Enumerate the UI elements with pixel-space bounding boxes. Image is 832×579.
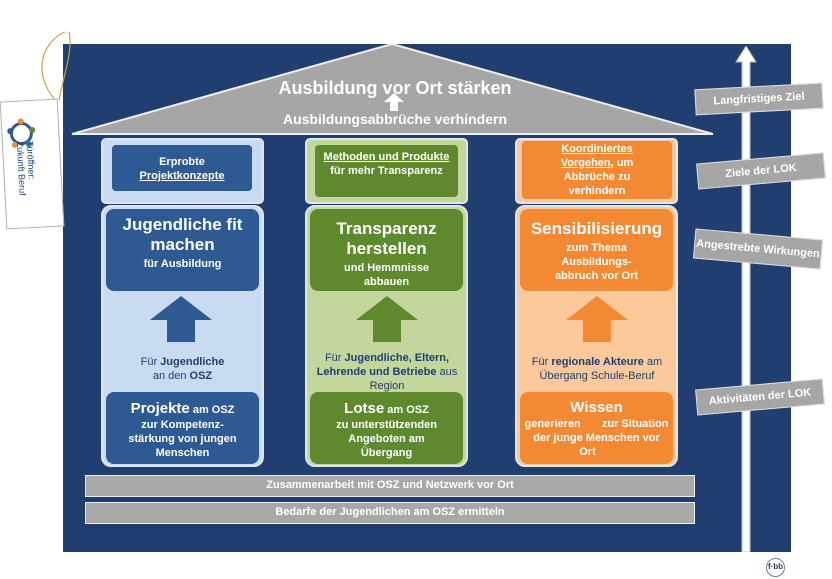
column-1-bottom-title: Projekte	[130, 400, 190, 417]
tag-string	[41, 31, 71, 101]
column-2-cap-link[interactable]: Methoden und Produkte	[323, 151, 450, 163]
column-1-cap-link[interactable]: Projektkonzepte	[139, 170, 225, 182]
column-1-target-mid: an den	[152, 370, 190, 382]
tag-card: Türöffner: Zukunft Beruf	[0, 98, 65, 230]
column-3-top-subtitle: zum Thema Ausbildungs-abbruch vor Ort	[554, 242, 639, 282]
column-3-bottom-subtitle: zur Situation der junge Menschen vor Ort	[533, 418, 669, 458]
tag-line-1: Türöffner:	[24, 140, 37, 181]
roof-title: Ausbildung vor Ort stärken	[278, 78, 512, 98]
column-2-bottom-title: Lotse	[344, 400, 385, 417]
column-1-bottom-subtitle: zur Kompetenz-stärkung von jungen Mensch…	[128, 419, 237, 459]
column-3-bottom-title-tail: generieren	[524, 418, 581, 430]
column-1-cap-pre: Erprobte	[159, 156, 205, 168]
roof-subtitle: Ausbildungsabbrüche verhindern	[282, 111, 508, 127]
column-3-target-group: Für regionale Akteure am Übergang Schule…	[522, 355, 672, 383]
column-2-bottom-subtitle: zu unterstützenden Angeboten am Übergang	[336, 419, 437, 459]
logo-people-circle-icon	[7, 118, 36, 148]
column-1-top-box: Jugendliche fit machen für Ausbildung	[106, 209, 259, 291]
column-1-top-subtitle: für Ausbildung	[143, 258, 222, 270]
column-1-target-bold2: OSZ	[189, 370, 213, 382]
sign-long-term-goal: Langfristiges Ziel	[694, 82, 824, 116]
column-1-up-arrow-icon	[150, 296, 212, 342]
column-2-top-box: Transparenz herstellen und Hemmnisse abb…	[310, 209, 463, 291]
column-3-cap-link[interactable]: Koordiniertes Vorgehen	[560, 143, 633, 169]
column-1-top-title: Jugendliche fit machen	[122, 215, 243, 254]
column-2-top-title: Transparenz herstellen	[336, 219, 437, 258]
column-2-cap-label: Methoden und Produkte für mehr Transpare…	[315, 145, 458, 197]
column-2-target-mid: aus Region	[369, 366, 458, 392]
column-3-top-box: Sensibilisierung zum Thema Ausbildungs-a…	[520, 209, 673, 291]
column-2-bottom-title-tail: am OSZ	[384, 404, 429, 416]
column-2-target-group: Für Jugendliche, Eltern, Lehrende und Be…	[312, 351, 462, 393]
roof-up-arrow-icon	[384, 93, 404, 111]
column-1-target-bold: Jugendliche	[160, 356, 225, 368]
column-1-bottom-title-tail: am OSZ	[189, 404, 235, 416]
roof-triangle	[71, 42, 714, 135]
column-1-bottom-box: Projekte am OSZ zur Kompetenz-stärkung v…	[106, 392, 259, 464]
column-3-cap-label: Koordiniertes Vorgehen, um Abbrüche zu v…	[522, 141, 672, 199]
column-1-cap-label: Erprobte Projektkonzepte	[112, 145, 252, 191]
column-3-target-mid: am Übergang Schule-Beruf	[539, 356, 663, 382]
foundation-bar-network: Zusammenarbeit mit OSZ und Netzwerk vor …	[85, 475, 695, 497]
column-2-up-arrow-icon	[356, 296, 418, 342]
column-2-target-pre: Für	[324, 352, 345, 364]
column-2-target-bold: Jugendliche, Eltern, Lehrende und Betrie…	[316, 352, 450, 378]
column-3-bottom-title: Wissen	[570, 399, 623, 416]
foundation-bar-needs: Bedarfe der Jugendlichen am OSZ ermittel…	[85, 502, 695, 524]
column-2-bottom-box: Lotse am OSZ zu unterstützenden Angebote…	[310, 392, 463, 464]
column-3-up-arrow-icon	[566, 296, 628, 342]
fbb-logo: f·bb	[766, 558, 785, 577]
column-3-bottom-box: Wissen generieren zur Situation der jung…	[520, 392, 673, 464]
column-2-cap-post: für mehr Transparenz	[330, 165, 443, 177]
vertical-progress-arrow-icon	[735, 46, 757, 552]
column-3-cap-post: , um Abbrüche zu verhindern	[563, 157, 634, 197]
column-1-target-group: Für Jugendliche an den OSZ	[110, 355, 255, 383]
column-3-top-title: Sensibilisierung	[530, 219, 663, 238]
column-2-top-subtitle: und Hemmnisse abbauen	[344, 262, 429, 288]
column-3-target-pre: Für	[531, 356, 552, 368]
column-1-target-pre: Für	[140, 356, 161, 368]
column-3-target-bold: regionale Akteure	[551, 356, 644, 368]
tag-label: Türöffner: Zukunft Beruf	[15, 141, 38, 196]
